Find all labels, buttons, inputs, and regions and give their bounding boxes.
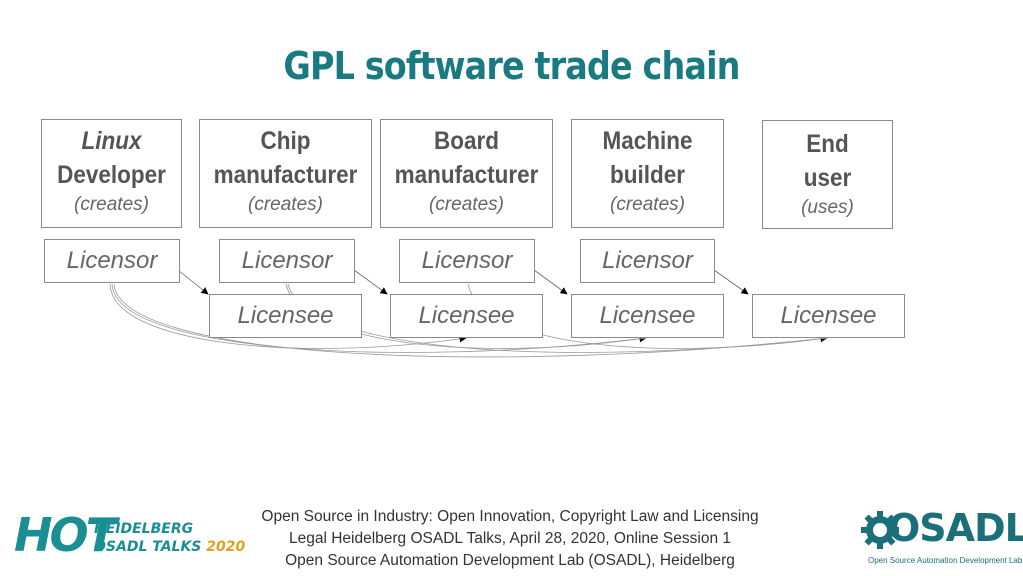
- footer-line: Open Source Automation Development Lab (…: [285, 552, 735, 569]
- arrow-licensor-3: [713, 269, 749, 295]
- gear-icon: [861, 511, 899, 549]
- role-box-linux-developer: Linux Developer (creates): [41, 119, 182, 228]
- curve-chip-to-enduser: [287, 283, 828, 353]
- arrow-licensor-0: [177, 269, 209, 295]
- licensee-label: Licensee: [780, 302, 877, 329]
- hot-logo-year: 2020: [206, 539, 246, 555]
- licensor-label: Licensor: [66, 247, 158, 274]
- role-box-end-user: End user (uses): [762, 120, 893, 229]
- role-line1: Machine: [602, 127, 693, 155]
- licensee-label: Licensee: [418, 302, 515, 329]
- role-line1: Board: [433, 127, 499, 155]
- hot-logo-line2: OSADL TALKS 2020: [94, 539, 245, 555]
- licensor-label: Licensor: [241, 247, 333, 274]
- role-line2: Developer: [57, 161, 166, 189]
- curve-linux-to-machine: [111, 283, 647, 353]
- licensee-box: Licensee: [752, 294, 905, 338]
- hot-logo-talks: OSADL TALKS: [94, 539, 207, 555]
- licensee-box: Licensee: [390, 294, 543, 338]
- licensor-box: Licensor: [44, 239, 180, 283]
- slide-footer: Open Source in Industry: Open Innovation…: [240, 506, 780, 572]
- role-line2: user: [803, 164, 852, 192]
- role-line1: Chip: [260, 127, 311, 155]
- hot-heidelberg-logo: HOT HEIDELBERG OSADL TALKS 2020: [14, 508, 245, 564]
- hot-logo-line1: HEIDELBERG: [94, 521, 194, 537]
- osadl-logo-subtitle: Open Source Automation Development Lab e…: [868, 556, 1023, 565]
- role-line1: Linux: [81, 127, 142, 155]
- licensee-box: Licensee: [209, 294, 362, 338]
- footer-line: Open Source in Industry: Open Innovation…: [261, 508, 759, 525]
- role-line2: builder: [609, 161, 686, 189]
- role-verb: (creates): [429, 194, 504, 215]
- curve-linux-to-enduser: [113, 283, 828, 358]
- role-line2: manufacturer: [213, 161, 358, 189]
- licensee-label: Licensee: [237, 302, 334, 329]
- licensor-label: Licensor: [421, 247, 513, 274]
- licensor-box: Licensor: [399, 239, 535, 283]
- role-line2: manufacturer: [394, 161, 539, 189]
- arrow-licensor-1: [353, 269, 388, 295]
- osadl-logo-word: OSADL: [888, 506, 1023, 550]
- curve-linux-to-board: [109, 283, 467, 349]
- licensor-box: Licensor: [580, 239, 715, 283]
- osadl-logo: OSADL Open Source Automation Development…: [860, 504, 1023, 572]
- slide-title: GPL software trade chain: [283, 44, 740, 88]
- role-verb: (creates): [248, 194, 323, 215]
- role-line1: End: [806, 130, 849, 158]
- licensor-label: Licensor: [602, 247, 693, 274]
- role-box-board-manufacturer: Board manufacturer (creates): [380, 119, 553, 228]
- role-verb: (uses): [801, 197, 854, 218]
- role-box-chip-manufacturer: Chip manufacturer (creates): [199, 119, 372, 228]
- licensee-label: Licensee: [599, 302, 696, 329]
- role-verb: (creates): [610, 194, 685, 215]
- hot-logo-mark: HOT: [14, 508, 117, 562]
- role-box-machine-builder: Machine builder (creates): [571, 119, 724, 228]
- arrow-licensor-2: [533, 269, 568, 295]
- licensor-box: Licensor: [219, 239, 355, 283]
- footer-line: Legal Heidelberg OSADL Talks, April 28, …: [288, 530, 731, 547]
- licensee-box: Licensee: [571, 294, 724, 338]
- role-verb: (creates): [74, 194, 149, 215]
